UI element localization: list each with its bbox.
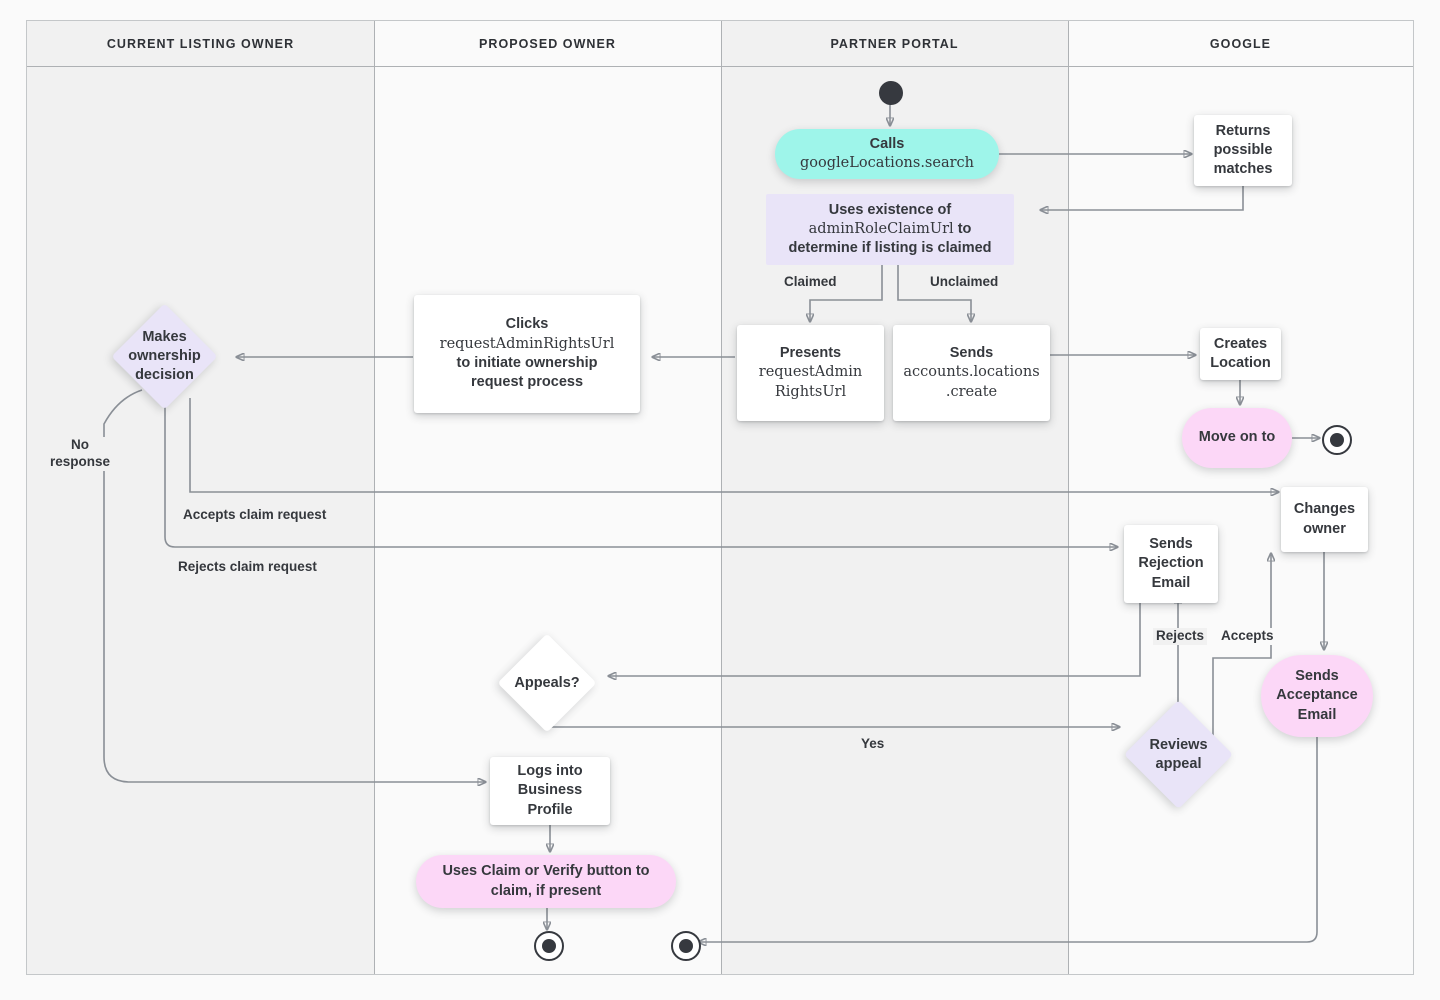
lane-divider-1 <box>374 21 375 974</box>
node-line-3: .create <box>945 383 998 400</box>
node-line-3: determine if listing is claimed <box>788 240 992 257</box>
lane-divider-2 <box>721 21 722 974</box>
node-line-2: accounts.locations <box>903 364 1040 381</box>
node-clicks-request-admin-rights-url[interactable]: Clicks requestAdminRightsUrl to initiate… <box>414 295 640 413</box>
edge-label-rejects: Rejects <box>1153 628 1208 645</box>
edge-label-yes: Yes <box>858 736 888 753</box>
node-move-on-to[interactable]: Move on to <box>1182 408 1292 468</box>
lane-divider-3 <box>1068 21 1069 974</box>
lane-header-partner-portal: Partner Portal <box>830 36 959 51</box>
node-sends-rejection-email[interactable]: Sends Rejection Email <box>1124 525 1218 603</box>
node-line-3: RightsUrl <box>774 383 847 400</box>
edge-label-accepts-claim-request: Accepts claim request <box>180 507 330 524</box>
node-line-1: Uses existence of <box>828 201 952 218</box>
node-reviews-appeal[interactable]: Reviews appeal <box>1124 700 1233 809</box>
swimlane-frame: Current Listing Owner Proposed Owner Par… <box>26 20 1414 975</box>
node-line-2: requestAdminRightsUrl <box>439 335 615 352</box>
edge-label-unclaimed: Unclaimed <box>927 274 1002 291</box>
lane-header-divider <box>27 66 1413 67</box>
node-line-4: request process <box>470 374 584 391</box>
lane-header-proposed-owner: Proposed Owner <box>479 36 616 51</box>
node-line-1: Sends <box>949 345 994 362</box>
node-makes-ownership-decision[interactable]: Makes ownership decision <box>111 303 218 410</box>
node-line-2: googleLocations.search <box>799 155 974 171</box>
node-appeals-question[interactable]: Appeals? <box>497 633 597 733</box>
node-presents-request-admin-rights-url[interactable]: Presents requestAdmin RightsUrl <box>737 325 884 421</box>
edge-label-claimed: Claimed <box>781 274 840 291</box>
edge-label-rejects-claim-request: Rejects claim request <box>175 559 320 576</box>
lane-bg-partner-portal <box>721 21 1068 974</box>
node-sends-accounts-locations-create[interactable]: Sends accounts.locations .create <box>893 325 1050 421</box>
end-node-proposed-owner-icon <box>534 931 564 961</box>
node-label: Appeals? <box>514 674 580 691</box>
edge-label-accepts: Accepts <box>1218 628 1277 645</box>
node-line-1: Calls <box>869 135 905 152</box>
node-line-1: Presents <box>779 345 842 362</box>
edge-label-no-response: No response <box>42 437 118 471</box>
node-label: Reviews appeal <box>1149 736 1208 772</box>
end-node-google-icon <box>1322 425 1352 455</box>
node-creates-location[interactable]: Creates Location <box>1200 328 1281 380</box>
node-line-3: to initiate ownership <box>456 355 598 371</box>
node-line-2: adminRoleClaimUrl to <box>808 220 972 237</box>
start-node-icon <box>879 81 903 105</box>
node-changes-owner[interactable]: Changes owner <box>1281 487 1368 552</box>
node-line-2: requestAdmin <box>758 364 863 381</box>
node-logs-into-business-profile[interactable]: Logs into Business Profile <box>490 757 610 825</box>
node-sends-acceptance-email[interactable]: Sends Acceptance Email <box>1261 655 1373 737</box>
lane-header-current-listing-owner: Current Listing Owner <box>106 36 295 51</box>
node-calls-google-locations-search[interactable]: Calls googleLocations.search <box>775 129 999 179</box>
end-node-partner-portal-icon <box>671 931 701 961</box>
node-returns-possible-matches[interactable]: Returns possible matches <box>1194 115 1292 186</box>
lane-bg-current-listing-owner <box>27 21 374 974</box>
node-uses-existence-admin-role-claim-url[interactable]: Uses existence of adminRoleClaimUrl to d… <box>766 194 1014 265</box>
node-label: Makes ownership decision <box>128 329 201 383</box>
lane-header-google: Google <box>1209 36 1272 51</box>
node-uses-claim-or-verify-button[interactable]: Uses Claim or Verify button to claim, if… <box>416 855 676 908</box>
node-line-1: Clicks <box>505 316 549 333</box>
